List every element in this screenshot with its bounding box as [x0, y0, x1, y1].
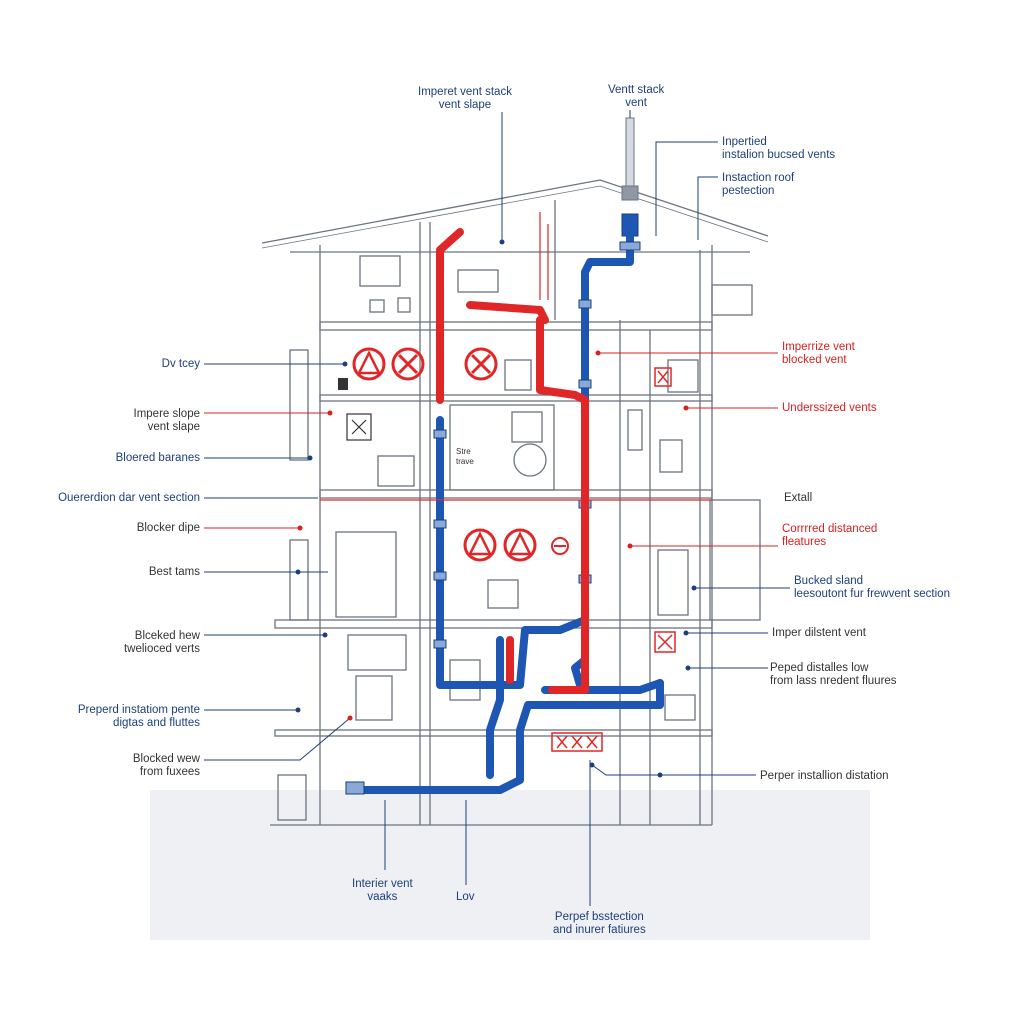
- label-left-preperd: Preperd instatiom pente digtas and flutt…: [77, 704, 200, 729]
- label-right-imperize: Imperrize vent blocked vent: [782, 341, 855, 366]
- red-vent-pipes: [436, 228, 589, 694]
- label-left-blocked-wew: Blocked wew from fuxees: [132, 753, 200, 778]
- label-left-bloered: Bloered baranes: [115, 452, 200, 464]
- label-right-extall: Extall: [784, 492, 813, 504]
- control-box-icon: [338, 378, 348, 390]
- leader-lines: [204, 110, 790, 906]
- vent-stack-top: [625, 117, 635, 189]
- label-left-impere: Impere slope vent slape: [133, 408, 200, 433]
- blocked-box-icon: [551, 732, 603, 752]
- warning-triangle-icon: [463, 528, 497, 562]
- label-right-inpertied: Inpertied instalion bucsed vents: [722, 136, 836, 161]
- label-right-roof: Instaction roof pestection: [722, 172, 795, 197]
- label-left-blocker-dipe: Blocker dipe: [136, 522, 200, 534]
- label-right-corrred: Corrrred distanced fleatures: [782, 523, 878, 548]
- label-right-peped: Peped distalles low from lass nredent fl…: [770, 662, 897, 687]
- red-thin-lines: [320, 212, 712, 501]
- label-top-left: Imperet vent stack vent slape: [418, 86, 512, 111]
- valve-icon: [551, 537, 569, 555]
- label-bottom-perpef: Perpef bsstection and inurer fatiures: [553, 911, 646, 936]
- label-left-blcked-hew: Blceked hew twelioced verts: [123, 630, 200, 655]
- label-right-bucked: Bucked sland leesoutont fur frewvent sec…: [794, 575, 950, 600]
- fixture-text: Stre trave: [456, 447, 474, 466]
- blocked-box-icon: [346, 413, 372, 441]
- blocked-x-icon: [391, 347, 425, 381]
- blocked-box-icon: [654, 631, 676, 653]
- label-left-dv: Dv tcey: [161, 358, 200, 370]
- building-structure: [261, 179, 769, 826]
- label-bottom-interier: Interier vent vaaks: [352, 878, 413, 903]
- label-top-center: Ventt stack vent: [608, 84, 665, 109]
- label-right-undersized: Underssized vents: [782, 402, 877, 414]
- warning-triangle-icon: [352, 347, 386, 381]
- label-right-imper-distent: Imper dilstent vent: [772, 627, 866, 639]
- leader-dots: [295, 239, 697, 778]
- blocked-x-icon: [464, 347, 498, 381]
- warning-triangle-icon: [503, 528, 537, 562]
- label-bottom-lov: Lov: [456, 891, 475, 903]
- roof-outline: [261, 179, 769, 244]
- label-right-perper-install: Perper installion distation: [760, 770, 889, 782]
- label-left-ouerer: Ouererdion dar vent section: [58, 492, 200, 504]
- label-left-best: Best tams: [148, 566, 200, 578]
- blue-vent-pipes: [352, 232, 664, 794]
- ground-shadow: [150, 790, 870, 940]
- blocked-box-icon: [654, 367, 672, 387]
